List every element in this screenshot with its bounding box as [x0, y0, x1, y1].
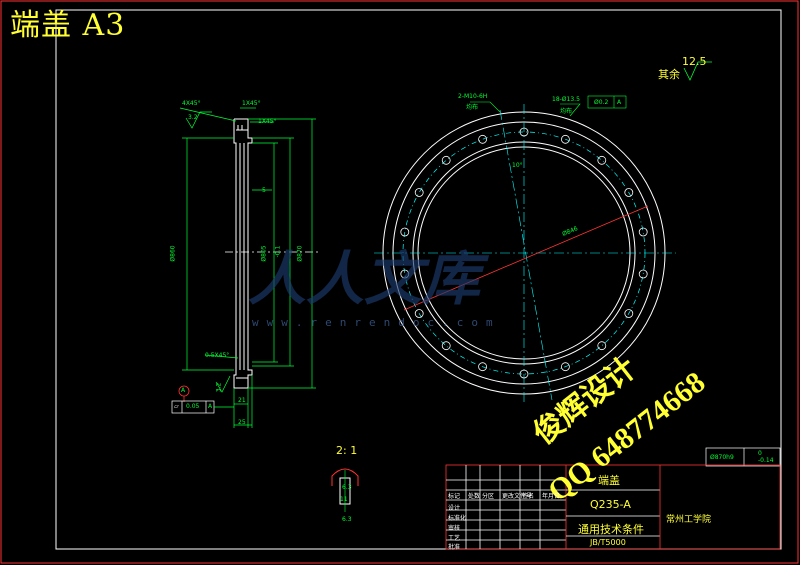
- label-dia-mid-tol: -0.1: [274, 245, 282, 258]
- label-dia-outer-left: Ø860: [169, 245, 177, 262]
- title-block-cell-label: 分区: [482, 493, 495, 500]
- detail-scale-label: 2: 1: [336, 444, 358, 457]
- flatness-frame: [171, 400, 234, 414]
- fit-tolerance-cell: [705, 447, 781, 467]
- title-standard: JB/T5000: [590, 538, 626, 547]
- label-flatness-tol: 0.05: [186, 403, 200, 410]
- label-holes-top: 2-M10-6H: [458, 93, 488, 100]
- bolt-hole: [441, 341, 451, 351]
- inner-frame: [55, 9, 782, 550]
- bolt-hole: [638, 227, 648, 237]
- label-chamfer-mid: 1X45°: [242, 100, 261, 107]
- roughness-other-label: 其余: [658, 68, 680, 81]
- title-tech-conditions: 通用技术条件: [578, 523, 644, 536]
- title-material: Q235-A: [590, 498, 631, 511]
- bolt-hole: [561, 134, 570, 144]
- label-chamfer-mid2: 1X45°: [258, 118, 277, 125]
- label-dim-25: 25: [238, 419, 246, 426]
- label-datum-a: A: [181, 387, 186, 394]
- bolt-holes: [400, 127, 648, 379]
- bolt-hole: [400, 227, 410, 237]
- title-block-cell-label: 审核: [448, 525, 461, 532]
- title-block: [445, 464, 781, 550]
- title-part-name: 端盖: [598, 474, 620, 487]
- label-holes-top-note: 均布: [466, 104, 479, 111]
- title-block-cell-label: 签名: [522, 493, 535, 500]
- fit-cell-label: Ø870h9: [710, 454, 734, 461]
- bolt-hole: [597, 341, 607, 351]
- bolt-hole: [400, 269, 410, 279]
- label-dia-mid: Ø805: [260, 245, 268, 262]
- bolt-hole: [624, 309, 634, 318]
- label-dim-small: 5: [262, 187, 266, 194]
- title-block-cell-label: 处数: [468, 493, 481, 500]
- roughness-other-value: 12.5: [682, 55, 707, 68]
- title-block-cell-label: 标准化: [448, 515, 467, 522]
- section-dimensions: [179, 107, 316, 428]
- bolt-hole: [519, 127, 529, 137]
- label-holes-ring-note: 均布: [560, 108, 573, 115]
- bolt-hole: [478, 134, 488, 144]
- bolt-hole: [638, 269, 648, 279]
- detail-dim-2: 11: [340, 496, 348, 503]
- label-dim-21: 21: [238, 397, 246, 404]
- title-block-cell-label: 工艺: [448, 535, 461, 542]
- bolt-hole: [414, 188, 424, 197]
- label-chamfer-top: 4X45°: [182, 100, 201, 107]
- label-position-tol: Ø0.2: [594, 99, 609, 106]
- bolt-hole: [441, 155, 451, 165]
- front-leaders: [470, 95, 627, 117]
- bolt-hole: [597, 155, 607, 165]
- title-block-cell-label: 标记: [448, 493, 461, 500]
- bolt-hole: [478, 362, 488, 372]
- sheet-corner-title: 端盖 A3: [10, 8, 126, 43]
- title-company: 常州工学院: [666, 515, 712, 525]
- fit-cell-tol: 0 -0.14: [758, 450, 774, 464]
- watermark-big-text: 人人文库: [248, 245, 481, 313]
- title-block-cell-label: 批准: [448, 544, 461, 551]
- detail-view: [331, 468, 359, 512]
- label-angle: 10°: [512, 162, 523, 169]
- label-flatness-ref: A: [208, 403, 213, 410]
- bolt-hole: [519, 369, 529, 379]
- front-view: [374, 104, 676, 403]
- watermark-site: www.renrendoc.com: [252, 316, 501, 329]
- label-dia-right: Ø870: [296, 245, 304, 262]
- label-chamfer-bottom: 0.5X45°: [205, 352, 230, 359]
- bolt-hole: [624, 188, 634, 197]
- detail-dim-1: 6.3: [342, 484, 352, 491]
- label-flatness-symbol: ⏥: [174, 403, 179, 410]
- label-position-datum: A: [617, 99, 622, 106]
- title-block-cell-label: 设计: [448, 505, 461, 512]
- title-block-cell-label: 年月日: [542, 493, 561, 500]
- label-roughness-left2: 3.2: [215, 382, 223, 393]
- label-holes-ring: 18-Ø13.5: [552, 96, 580, 103]
- bolt-hole: [561, 362, 570, 372]
- label-roughness-left: 3.2: [188, 114, 198, 121]
- roughness-symbol: [683, 61, 712, 81]
- bolt-hole: [414, 309, 424, 318]
- title-block-cell-label: 更改文件号: [502, 493, 533, 500]
- detail-dim-3: 6.3: [342, 516, 352, 523]
